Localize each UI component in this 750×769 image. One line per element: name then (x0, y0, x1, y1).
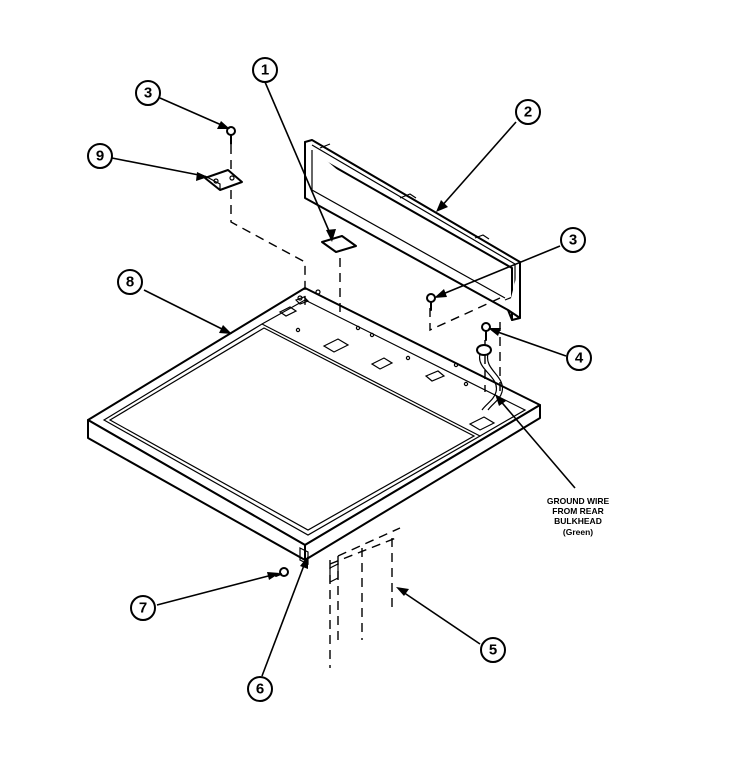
label-plate (321, 235, 357, 253)
bracket (204, 169, 243, 191)
svg-text:3: 3 (569, 232, 577, 249)
svg-text:2: 2 (524, 104, 532, 121)
callout-5: 5 (480, 637, 506, 663)
callout-8: 8 (117, 269, 143, 295)
ground-wire (476, 344, 503, 411)
svg-text:1: 1 (261, 62, 269, 79)
callout-3-right: 3 (560, 227, 586, 253)
svg-text:7: 7 (139, 600, 147, 617)
svg-text:3: 3 (144, 85, 152, 102)
svg-text:9: 9 (96, 148, 104, 165)
callout-9: 9 (87, 143, 113, 169)
rear-bulkhead (304, 139, 521, 321)
rear-brace (329, 527, 401, 668)
svg-text:5: 5 (489, 642, 497, 659)
svg-text:4: 4 (575, 350, 584, 367)
leader-lines (111, 81, 576, 677)
callout-1: 1 (252, 57, 278, 83)
top-panel (87, 287, 541, 565)
ground-screw (481, 322, 491, 341)
note-line-4: (Green) (563, 527, 593, 537)
callout-2: 2 (515, 99, 541, 125)
front-screw (275, 567, 289, 577)
callout-3-upper: 3 (135, 80, 161, 106)
callout-7: 7 (130, 595, 156, 621)
callout-4: 4 (566, 345, 592, 371)
screw-bulkhead (426, 293, 436, 311)
svg-text:6: 6 (256, 681, 264, 698)
note-line-2: FROM REAR (552, 506, 603, 516)
callout-6: 6 (247, 676, 273, 702)
note-line-1: GROUND WIRE (547, 496, 610, 506)
screw-upper-left (226, 126, 236, 145)
ground-wire-note: GROUND WIRE FROM REAR BULKHEAD (Green) (547, 496, 610, 537)
note-line-3: BULKHEAD (554, 516, 602, 526)
svg-text:8: 8 (126, 274, 134, 291)
